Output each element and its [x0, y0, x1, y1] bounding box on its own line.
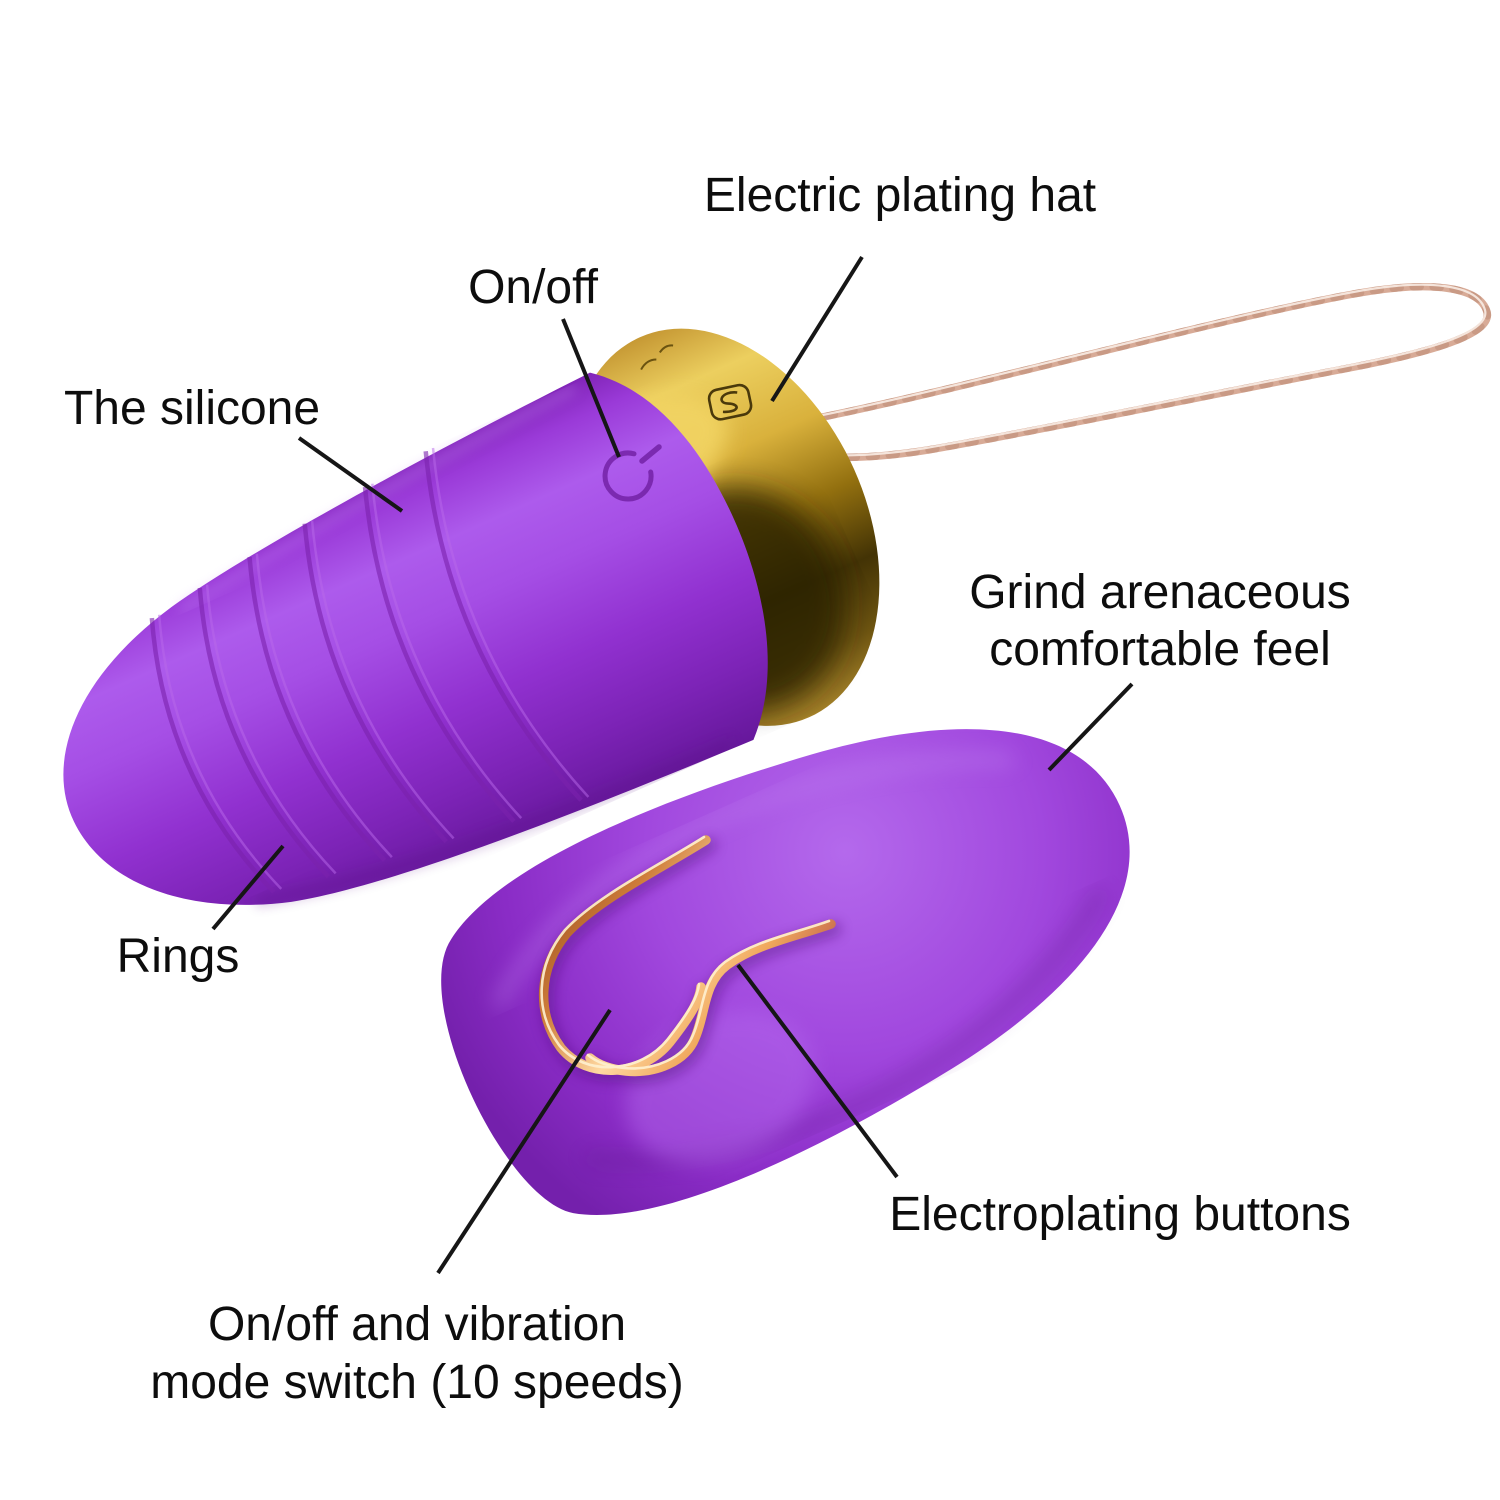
label-mode-switch-line2: mode switch (10 speeds)	[150, 1356, 684, 1409]
remote-body	[441, 729, 1130, 1215]
egg-bottom-shade	[254, 737, 736, 907]
leader-mode-switch	[436, 1008, 612, 1275]
label-grind-line1: Grind arenaceous	[969, 566, 1351, 619]
label-electroplating-buttons: Electroplating buttons	[889, 1188, 1351, 1241]
label-on-off: On/off	[468, 261, 598, 314]
bullet-egg	[63, 328, 880, 907]
egg-rings	[149, 447, 590, 894]
leader-electroplating-buttons	[736, 963, 899, 1179]
label-rings: Rings	[116, 930, 240, 983]
s-logo-emblem	[707, 383, 753, 421]
label-electric-plating-hat: Electric plating hat	[703, 169, 1097, 222]
leader-grind	[1047, 682, 1134, 772]
wire-pull-loop	[804, 283, 1491, 462]
leader-lines	[211, 255, 1134, 1275]
egg-top-highlight	[179, 384, 577, 613]
label-the-silicone: The silicone	[63, 382, 321, 435]
label-grind-line2: comfortable feel	[989, 623, 1331, 676]
button-curve-right-wave	[585, 919, 836, 1077]
label-grind-arenaceous: Grind arenaceous comfortable feel	[969, 564, 1351, 678]
label-mode-switch: On/off and vibration mode switch (10 spe…	[150, 1296, 684, 1412]
remote-bottom-shade	[585, 886, 1109, 1168]
egg-silicone-body	[63, 372, 768, 905]
leader-electric-plating-hat	[770, 255, 864, 403]
leader-the-silicone	[297, 436, 404, 513]
cap-engraving	[640, 344, 674, 371]
remote-top-highlight	[492, 754, 1013, 1009]
label-mode-switch-line1: On/off and vibration	[207, 1298, 627, 1351]
gold-wave-button-outline[interactable]	[539, 835, 842, 1084]
leader-on-off	[561, 318, 621, 458]
leader-rings	[211, 844, 285, 931]
